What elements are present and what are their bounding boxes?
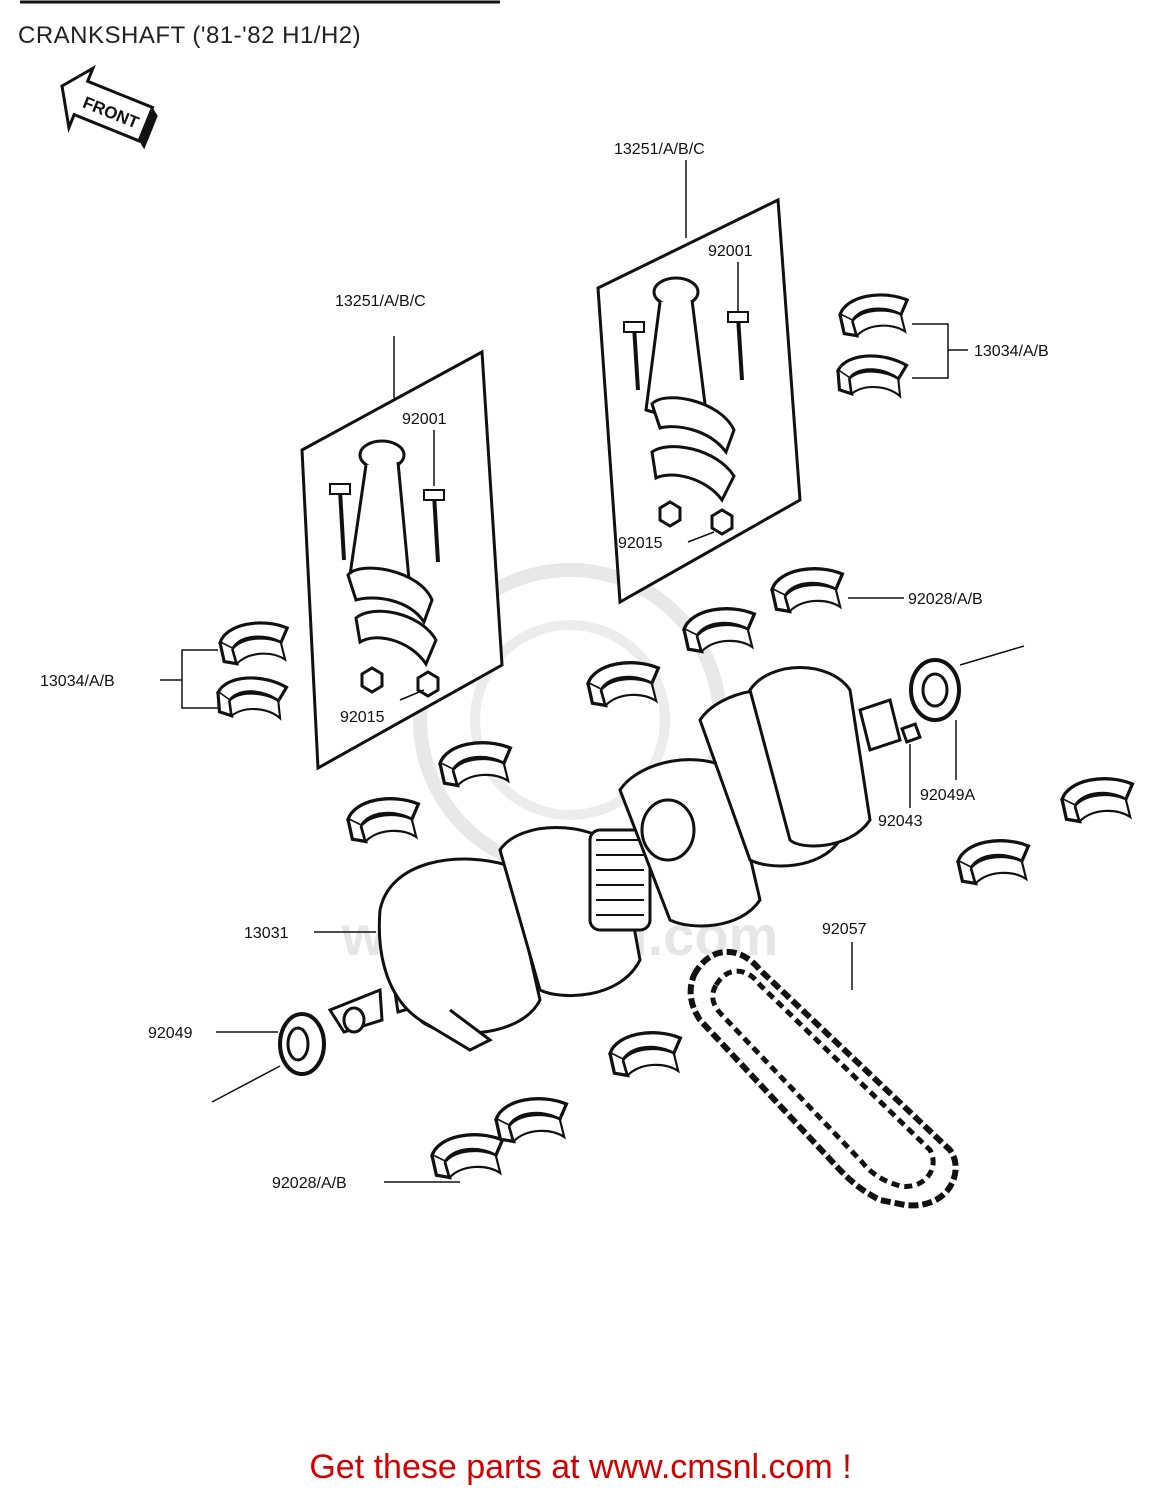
footer-link-text[interactable]: Get these parts at www.cmsnl.com ! [309, 1448, 852, 1486]
connecting-rod-right-icon [623, 276, 749, 536]
label-bolt-right: 92001 [708, 243, 753, 260]
label-oil-seal-right: 92049A [920, 787, 975, 804]
rod-bearing-shells-left-icon [160, 621, 289, 725]
page-title: CRANKSHAFT ('81-'82 H1/H2) [18, 22, 362, 49]
connecting-rod-panel-left: 13251/A/B/C 92001 92015 [300, 293, 504, 771]
connecting-rod-panel-right: 13251/A/B/C 92001 92015 [596, 141, 802, 605]
cam-chain-icon [687, 942, 959, 1209]
main-bearings-upper-icon [346, 567, 904, 844]
connecting-rod-left-icon [329, 439, 445, 698]
label-rod-bearing-left: 13034/A/B [40, 673, 115, 690]
label-rod-left: 13251/A/B/C [335, 293, 426, 310]
main-bearings-lower-right-icon [956, 777, 1135, 886]
label-bolt-left: 92001 [402, 411, 447, 428]
label-rod-right: 13251/A/B/C [614, 141, 705, 158]
oil-seal-right-icon [909, 645, 1025, 780]
label-nut-right: 92015 [618, 535, 663, 552]
label-main-bearing-lower: 92028/A/B [272, 1175, 347, 1192]
rod-bearing-shells-right-icon [833, 293, 968, 403]
label-chain: 92057 [822, 921, 867, 938]
pin-icon [900, 722, 922, 808]
label-nut-left: 92015 [340, 709, 385, 726]
label-main-bearing-upper: 92028/A/B [908, 591, 983, 608]
label-oil-seal-left: 92049 [148, 1025, 193, 1042]
oil-seal-left-icon [211, 1012, 326, 1103]
label-crankshaft: 13031 [244, 925, 289, 942]
footer-link[interactable]: Get these parts at www.cmsnl.com ! [0, 1448, 1161, 1487]
front-arrow-icon: FRONT [60, 64, 158, 150]
label-rod-bearing-right: 13034/A/B [974, 343, 1049, 360]
crankshaft-icon [314, 666, 902, 1052]
label-pin: 92043 [878, 813, 923, 830]
main-bearings-lower-icon [384, 1031, 683, 1183]
